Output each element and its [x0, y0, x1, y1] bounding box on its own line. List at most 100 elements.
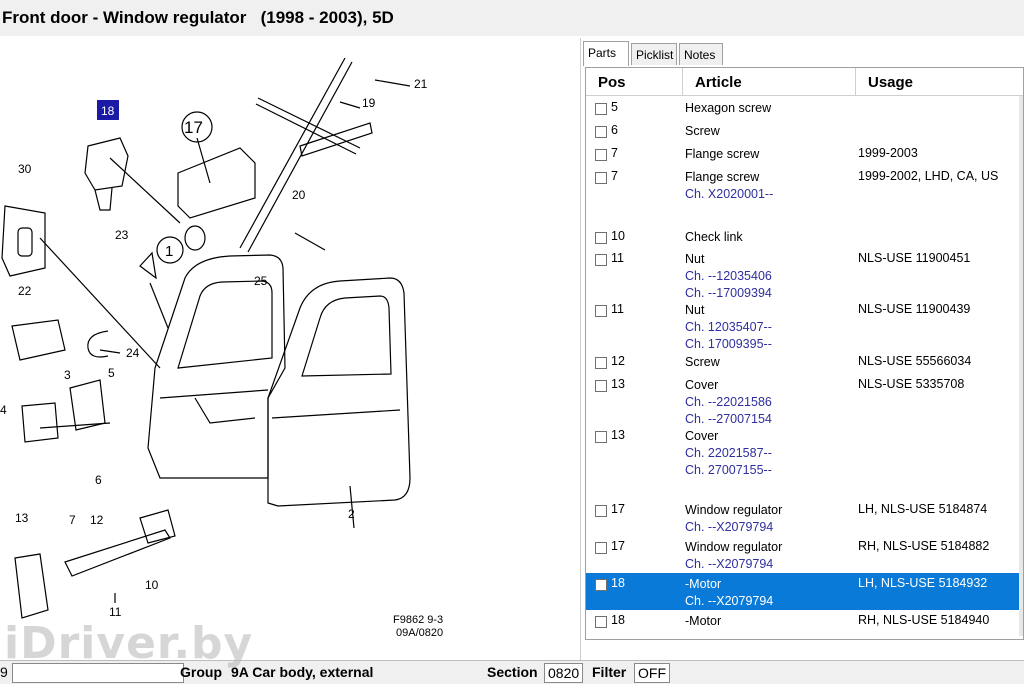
callout-30[interactable]: 30	[18, 162, 32, 176]
row-checkbox[interactable]	[595, 616, 607, 628]
row-checkbox[interactable]	[595, 542, 607, 554]
callout-1[interactable]: 1	[165, 243, 173, 260]
row-change-number: Ch. --X2079794	[685, 594, 774, 608]
row-pos: 17	[611, 502, 625, 516]
row-checkbox[interactable]	[595, 357, 607, 369]
window-title: Front door - Window regulator (1998 - 20…	[0, 0, 1024, 36]
callout-25[interactable]: 25	[254, 274, 268, 288]
callout-7[interactable]: 7	[69, 513, 76, 527]
callout-19[interactable]: 19	[362, 96, 376, 110]
row-change-number: Ch. X2020001--	[685, 187, 774, 201]
callout-23[interactable]: 23	[115, 228, 129, 242]
callout-24[interactable]: 24	[126, 346, 140, 360]
row-change-number: Ch. 22021587--	[685, 446, 772, 460]
column-header-article[interactable]: Article	[683, 68, 856, 96]
row-checkbox[interactable]	[595, 431, 607, 443]
row-usage: NLS-USE 11900451	[858, 251, 971, 265]
row-usage: NLS-USE 55566034	[858, 354, 972, 368]
vertical-scrollbar[interactable]	[1019, 96, 1023, 636]
row-checkbox[interactable]	[595, 149, 607, 161]
row-pos: 13	[611, 377, 625, 391]
regulator-arm	[239, 57, 346, 249]
row-checkbox[interactable]	[595, 380, 607, 392]
callout-12[interactable]: 12	[90, 513, 104, 527]
callout-20[interactable]: 20	[292, 188, 306, 202]
callout-18[interactable]: 18	[101, 104, 115, 118]
row-change-number: Ch. 12035407--	[685, 320, 772, 334]
callout-17[interactable]: 17	[184, 118, 203, 137]
row-checkbox[interactable]	[595, 254, 607, 266]
row-usage: NLS-USE 11900439	[858, 302, 971, 316]
filter-value[interactable]: OFF	[634, 663, 670, 683]
callout-5[interactable]: 5	[108, 366, 115, 380]
callout-21[interactable]: 21	[414, 77, 428, 91]
filter-label: Filter	[592, 664, 627, 680]
callout-18-highlight	[97, 100, 119, 120]
row-checkbox[interactable]	[595, 172, 607, 184]
motor-part	[84, 137, 129, 191]
row-change-number: Ch. 27007155--	[685, 463, 772, 477]
parts-diagram[interactable]: 21 19 18 17 30 20 23 1 25 22 24 3 5 4 6 …	[0, 38, 581, 660]
row-pos: 17	[611, 539, 625, 553]
row-usage: RH, NLS-USE 5184940	[858, 613, 990, 627]
row-checkbox[interactable]	[595, 505, 607, 517]
exploded-view-drawing: 21 19 18 17 30 20 23 1 25 22 24 3 5 4 6 …	[0, 57, 443, 639]
row-pos: 7	[611, 169, 618, 183]
figure-ref: 09A/0820	[396, 627, 443, 639]
row-checkbox[interactable]	[595, 305, 607, 317]
status-left-value: 9	[0, 664, 8, 680]
callout-13[interactable]: 13	[15, 511, 29, 525]
callout-4[interactable]: 4	[0, 403, 7, 417]
status-bar: 9 Group 9A Car body, external Section 08…	[0, 660, 1024, 684]
row-checkbox[interactable]	[595, 232, 607, 244]
row-change-number: Ch. --X2079794	[685, 520, 774, 534]
column-header-pos[interactable]: Pos	[586, 68, 683, 96]
group-value: 9A Car body, external	[231, 664, 374, 680]
callout-3[interactable]: 3	[64, 368, 71, 382]
callout-labels: 21 19 18 17 30 20 23 1 25 22 24 3 5 4 6 …	[0, 77, 443, 639]
row-usage: RH, NLS-USE 5184882	[858, 539, 990, 553]
row-pos: 5	[611, 100, 618, 114]
row-article: Hexagon screw	[685, 101, 772, 115]
row-usage: NLS-USE 5335708	[858, 377, 965, 391]
row-article: Screw	[685, 355, 720, 369]
row-change-number: Ch. --22021586	[685, 395, 772, 409]
list-item[interactable]: 5 Hexagon screw	[586, 97, 1023, 120]
row-usage: LH, NLS-USE 5184874	[858, 502, 988, 516]
callout-6[interactable]: 6	[95, 473, 102, 487]
callout-11[interactable]: 11	[109, 605, 122, 619]
tab-notes[interactable]: Notes	[679, 43, 723, 65]
row-checkbox[interactable]	[595, 579, 607, 591]
row-checkbox[interactable]	[595, 103, 607, 115]
column-header-usage[interactable]: Usage	[856, 68, 1023, 96]
section-value: 0820	[544, 663, 584, 683]
tab-picklist[interactable]: Picklist	[631, 43, 677, 65]
callout-10[interactable]: 10	[145, 578, 159, 592]
callout-2[interactable]: 2	[348, 507, 355, 521]
row-checkbox[interactable]	[595, 126, 607, 138]
section-label: Section	[487, 664, 538, 680]
row-article: Flange screw	[685, 147, 760, 161]
callout-22[interactable]: 22	[18, 284, 32, 298]
tab-parts[interactable]: Parts	[583, 41, 629, 66]
row-pos: 6	[611, 123, 618, 137]
